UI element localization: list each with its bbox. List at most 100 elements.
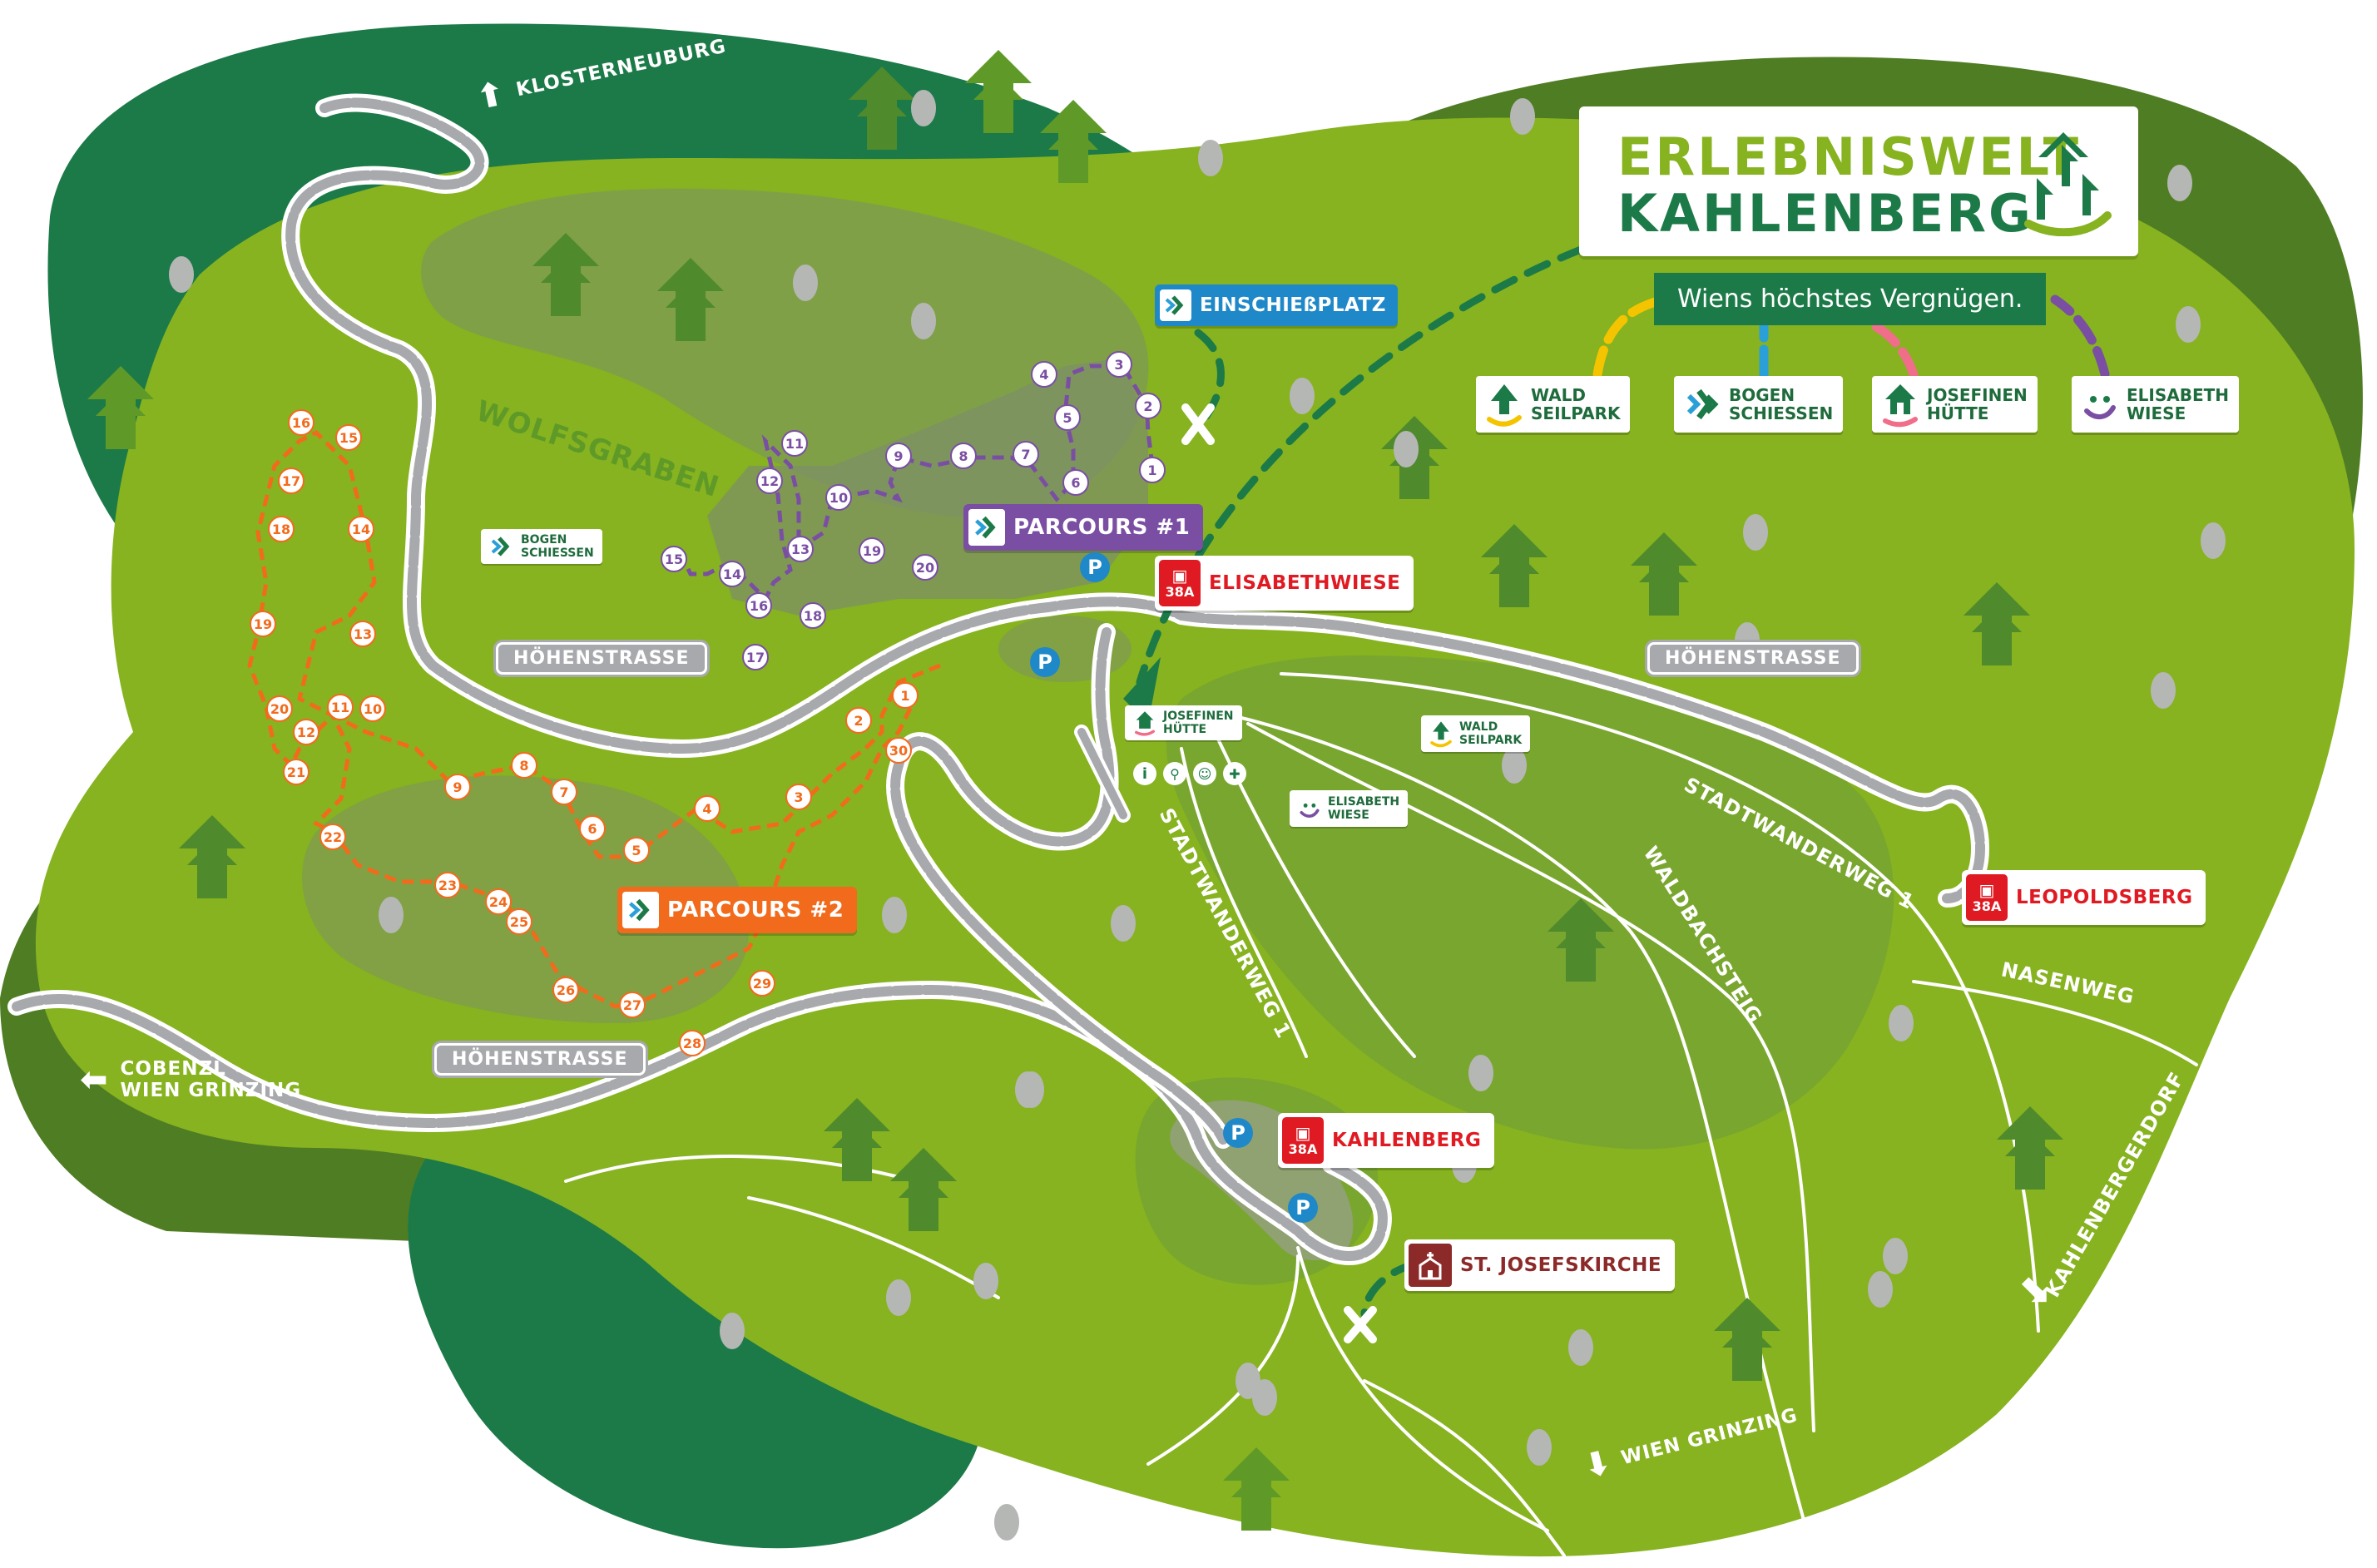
parcours2-station-marker [679,1030,706,1056]
parcours1-station-marker-label: 16 [750,598,768,614]
parcours1-station-marker-label: 5 [1062,410,1072,426]
rock-icon [379,897,404,933]
parcours1-station-marker [1106,351,1132,378]
parcours2-station-marker [485,888,512,915]
parcours2-station-marker [619,992,646,1018]
parcours2-station-marker-label: 5 [631,843,641,858]
rock-icon [1502,747,1527,784]
parcours2-station-marker-label: 30 [889,743,908,759]
mini-line1: JOSEFINEN [1163,710,1234,723]
parcours2-station-marker [266,695,293,722]
first-aid-icon: ✚ [1223,762,1246,785]
rock-icon [2201,522,2226,559]
parcours1-station-marker [781,430,808,457]
parcours2-station-marker [511,752,537,779]
parcours2-station-marker-label: 26 [557,982,575,998]
elisabeth-wiese-icon [2084,396,2116,419]
bus-stop-icon: ▣38A [1159,560,1201,606]
legend-line2: WIESE [2127,403,2186,423]
parking-icon: P [1223,1118,1253,1148]
parcours2-station-marker-label: 14 [352,522,370,537]
trees [87,50,2063,1531]
bogen-schiessen-icon [968,509,1005,546]
title-line2: KAHLENBERG [1617,183,2033,244]
parcours2-station-marker-label: 24 [489,894,508,910]
label-parcours1: PARCOURS #1 [1013,515,1191,540]
parcours2-station-marker-label: 16 [292,415,310,431]
tree-icon [657,258,724,341]
parcours2-station-marker-label: 17 [282,473,300,489]
wald-seilpark-icon [1430,721,1452,748]
mini-line2: SEILPARK [1459,734,1523,747]
tree-icon [1481,524,1548,607]
parcours2-station-marker [785,784,812,810]
rock-icon [911,90,936,126]
parcours1-station-marker-label: 1 [1147,462,1156,478]
parcours1-station-marker [1062,469,1089,496]
parcours1-station-marker-label: 4 [1039,367,1048,383]
tree-icon [1997,1106,2063,1190]
parcours1-station-marker-label: 8 [958,448,968,464]
rock-icon [1394,431,1419,467]
parcours1-station-marker-label: 13 [791,542,810,557]
parcours1-station-marker [825,484,852,511]
tree-icon [532,233,599,316]
bogen-schiessen-icon [622,892,659,928]
tree-icon [1714,1298,1780,1381]
rock-icon [1198,140,1223,176]
rock-icon [1510,98,1535,135]
label-einschiessplatz: EINSCHIEßPLATZ [1200,294,1386,316]
parcours2-station-marker-label: 22 [324,829,342,845]
rock-icon [1883,1238,1908,1274]
parcours1-station-marker-label: 10 [829,490,848,506]
parcours2-station-marker-label: 10 [364,701,382,717]
rock-icon [1015,1071,1040,1108]
parcours1-trail [666,364,1155,603]
rock-icon [882,897,907,933]
parcours2-station-marker [749,970,775,997]
rock-icon [1889,1005,1914,1041]
tag-parcours2: PARCOURS #2 [617,887,858,933]
parcours1-station-marker-label: 11 [785,436,804,452]
parcours1-station-marker [800,602,826,629]
rock-icon [1568,1329,1593,1366]
parcours2-station-marker [579,815,606,842]
arrow-down-icon: ⬇ [1579,1442,1617,1487]
parcours2-station-marker-label: 8 [519,758,528,774]
tag-parcours1: PARCOURS #1 [963,504,1204,551]
mini-line1: ELISABETH [1328,795,1400,809]
tag-leopoldsberg: ▣38A LEOPOLDSBERG [1962,870,2206,925]
parcours1-station-marker-label: 2 [1143,398,1152,414]
parcours2-station-marker-label: 28 [683,1036,701,1051]
label-elisabethwiese: ELISABETHWIESE [1209,572,1401,594]
parcours2-station-marker [845,707,872,734]
tree-icon [179,815,245,898]
rock-icon [2151,672,2176,709]
rock-icon [911,303,936,339]
toilet-icon: ☺ [1193,762,1216,785]
legend-line2: SEILPARK [1531,403,1621,423]
label-cobenzl: COBENZL [120,1058,226,1080]
label-st-josefskirche: ST. JOSEFSKIRCHE [1460,1254,1662,1276]
parcours1-station-marker [859,537,885,564]
tree-icon [1548,898,1614,982]
zone-parcours1 [707,358,1148,616]
parcours2-station-marker-label: 2 [854,713,863,729]
legend-arcs [1592,294,2110,379]
tree-icon [1631,532,1697,616]
parcours2-station-marker-label: 11 [331,700,349,715]
parcours2-station-marker-label: 23 [438,878,457,893]
parcours2-station-marker-label: 21 [287,764,305,780]
parcours2-station-marker-label: 7 [559,784,568,800]
parcours2-stations: 1234567891011121314151617181920212223242… [250,409,919,1056]
parcours1-station-marker [719,561,745,587]
bus-stop-icon: ▣38A [1966,874,2008,921]
parcours1-station-marker-label: 3 [1114,357,1123,373]
legend-line1: WALD [1531,385,1586,405]
rock-icon [720,1313,745,1349]
rock-icon [1468,1055,1493,1091]
parcours2-station-marker-label: 19 [254,616,272,632]
